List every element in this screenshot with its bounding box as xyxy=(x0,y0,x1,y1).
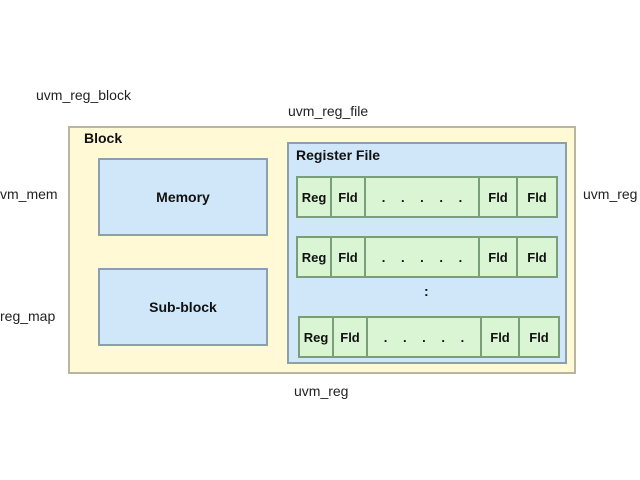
field-cell: Fld xyxy=(527,249,547,265)
reg-cell: Reg xyxy=(298,178,332,216)
ellipsis-cell: . . . . . xyxy=(366,238,480,276)
ellipsis-cell: . . . . . xyxy=(368,318,482,356)
uvm-reg-right-label: uvm_reg xyxy=(583,186,638,202)
register-file-title: Register File xyxy=(296,147,381,163)
field-cell: Fld xyxy=(527,189,547,205)
memory-label: Memory xyxy=(156,189,210,205)
subblock-box: Sub-block xyxy=(98,268,268,346)
field-cell: Fld xyxy=(480,178,518,216)
uvm-reg-block-label: uvm_reg_block xyxy=(36,87,131,103)
uvm-mem-label: vm_mem xyxy=(0,186,58,202)
uvm-reg-bottom-label: uvm_reg xyxy=(294,383,349,399)
field-cell: Fld xyxy=(482,318,520,356)
reg-cell: Reg xyxy=(300,318,334,356)
register-row: Reg Fld . . . . . Fld Fld xyxy=(296,236,558,278)
register-row: Reg Fld . . . . . Fld Fld xyxy=(298,316,560,358)
register-row: Reg Fld . . . . . Fld Fld xyxy=(296,176,558,218)
vertical-ellipsis: : xyxy=(424,283,429,299)
field-cell: Fld xyxy=(529,329,549,345)
block-title: Block xyxy=(84,130,123,146)
field-cell: Fld xyxy=(334,318,368,356)
field-cell: Fld xyxy=(332,238,366,276)
field-cell: Fld xyxy=(332,178,366,216)
uvm-reg-file-label: uvm_reg_file xyxy=(288,103,369,119)
field-cell: Fld xyxy=(480,238,518,276)
reg-cell: Reg xyxy=(298,238,332,276)
uvm-reg-map-label: reg_map xyxy=(0,308,56,324)
ellipsis-cell: . . . . . xyxy=(366,178,480,216)
subblock-label: Sub-block xyxy=(149,299,217,315)
memory-box: Memory xyxy=(98,158,268,236)
